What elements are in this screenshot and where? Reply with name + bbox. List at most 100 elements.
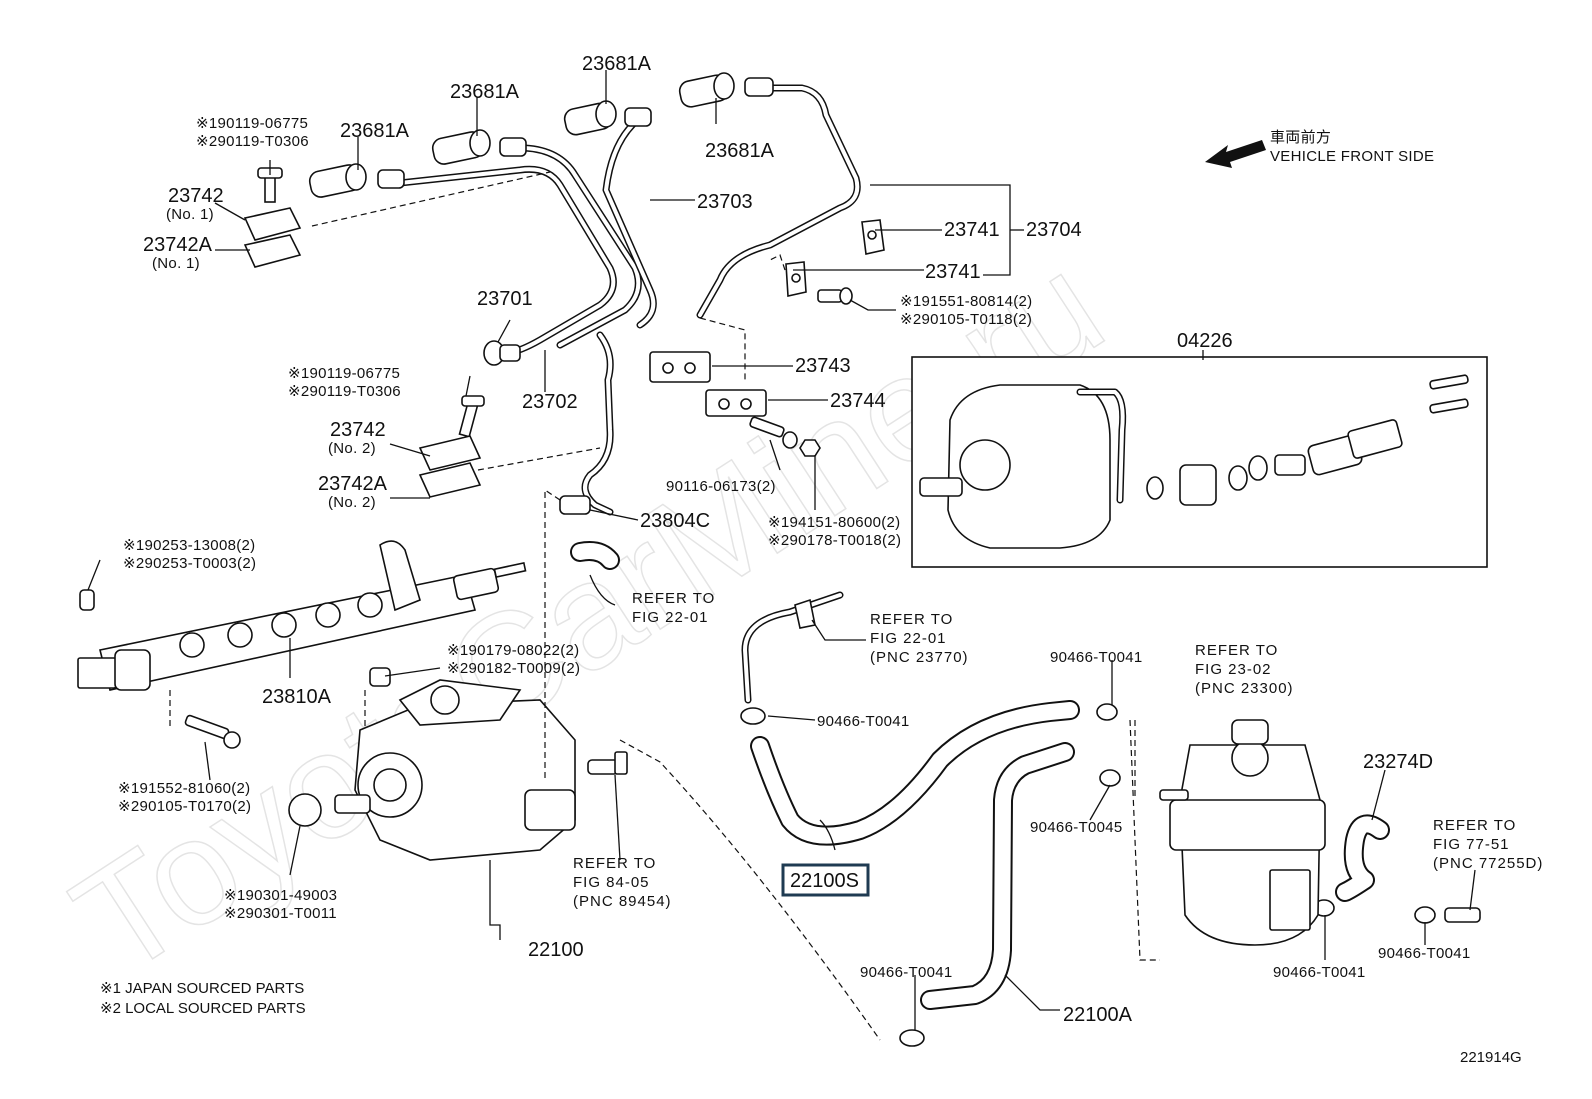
bolt-191551 <box>817 287 853 305</box>
label-b2a: ※190119-06775 <box>288 365 400 382</box>
guide-lines <box>169 171 1160 1041</box>
label-04226: 04226 <box>1177 330 1233 352</box>
clip-90466-3 <box>1099 769 1121 787</box>
label-b6a: ※190253-13008(2) <box>123 537 255 554</box>
bolt-90116 <box>749 416 798 449</box>
direction-en: VEHICLE FRONT SIDE <box>1270 148 1434 165</box>
clip-90466-1 <box>740 707 766 725</box>
ref-5-line1: REFER TO <box>1433 817 1516 834</box>
label-b3a: ※191551-80814(2) <box>900 293 1032 310</box>
bracket-23741-a <box>861 219 885 255</box>
ref-3-line2: FIG 84-05 <box>573 874 650 891</box>
fuel-filter <box>1159 719 1326 946</box>
part-23743 <box>649 351 711 383</box>
label-b8b: ※290105-T0170(2) <box>118 798 251 815</box>
label-23742-no2-sub: (No. 2) <box>328 440 376 457</box>
leader-lines <box>87 70 1476 1030</box>
label-b8a: ※191552-81060(2) <box>118 780 250 797</box>
label-b1b: ※290119-T0306 <box>196 133 309 150</box>
label-23741-a: 23741 <box>944 219 1000 241</box>
label-23681a-4: 23681A <box>705 140 775 162</box>
sleeve-23681a-3 <box>563 100 652 136</box>
label-23742-no1: 23742 <box>168 185 224 207</box>
direction-jp: 車両前方 <box>1270 129 1331 146</box>
label-23804c: 23804C <box>640 510 710 532</box>
sensor-89454 <box>587 751 628 775</box>
part-23804c <box>559 495 591 515</box>
ref-1-line2: FIG 22-01 <box>632 609 709 626</box>
front-arrow-icon <box>1205 140 1266 168</box>
nut-194151 <box>799 439 821 457</box>
label-23741-b: 23741 <box>925 261 981 283</box>
ref-5-line2: FIG 77-51 <box>1433 836 1510 853</box>
part-23701 <box>483 340 521 366</box>
clip-90466-6 <box>1414 906 1436 924</box>
label-23742-no2: 23742 <box>330 419 386 441</box>
label-23810a: 23810A <box>262 686 332 708</box>
label-23742-no1-sub: (No. 1) <box>166 206 214 223</box>
reference-labels: REFER TO FIG 22-01 REFER TO FIG 22-01 (P… <box>573 590 1543 910</box>
label-23742a-no1-sub: (No. 1) <box>152 255 200 272</box>
sleeve-23681a-1 <box>308 163 405 198</box>
common-rail-23810a <box>77 540 527 691</box>
label-c5: 90466-T0041 <box>1273 964 1366 981</box>
label-b9a: ※190301-49003 <box>224 887 337 904</box>
ref-4-line2: FIG 23-02 <box>1195 661 1272 678</box>
ref-4-line1: REFER TO <box>1195 642 1278 659</box>
label-23742a-no2: 23742A <box>318 473 388 495</box>
label-23743: 23743 <box>795 355 851 377</box>
label-b3b: ※290105-T0118(2) <box>900 311 1032 328</box>
clamp-23742-no2 <box>418 395 485 498</box>
label-23274d: 23274D <box>1363 751 1433 773</box>
vehicle-front-indicator: 車両前方 VEHICLE FRONT SIDE <box>1205 129 1434 168</box>
bracket-23741-b <box>785 261 807 297</box>
label-23742a-no1: 23742A <box>143 234 213 256</box>
label-23742a-no2-sub: (No. 2) <box>328 494 376 511</box>
label-b7a: ※190179-08022(2) <box>447 642 579 659</box>
label-c1: 90466-T0041 <box>817 713 910 730</box>
label-23744: 23744 <box>830 390 886 412</box>
label-23681a-2: 23681A <box>450 81 520 103</box>
note-japan-sourced: ※1 JAPAN SOURCED PARTS <box>100 980 304 997</box>
label-b4: 90116-06173(2) <box>666 478 776 495</box>
label-b9b: ※290301-T0011 <box>224 905 337 922</box>
label-b5a: ※194151-80600(2) <box>768 514 900 531</box>
diagram-code: 221914G <box>1460 1049 1522 1066</box>
sleeve-23681a-4 <box>678 72 774 108</box>
label-23701: 23701 <box>477 288 533 310</box>
label-c3: 90466-T0045 <box>1030 819 1123 836</box>
label-b5b: ※290178-T0018(2) <box>768 532 901 549</box>
label-23681a-1: 23681A <box>340 120 410 142</box>
label-23704: 23704 <box>1026 219 1082 241</box>
label-b2b: ※290119-T0306 <box>288 383 401 400</box>
label-c4: 90466-T0041 <box>860 964 953 981</box>
ref-4-line3: (PNC 23300) <box>1195 680 1294 697</box>
clip-90466-4 <box>899 1029 925 1047</box>
label-23681a-3: 23681A <box>582 53 652 75</box>
injection-pipes <box>396 84 861 516</box>
label-b6b: ※290253-T0003(2) <box>123 555 256 572</box>
label-c6: 90466-T0041 <box>1378 945 1471 962</box>
ref-2-line3: (PNC 23770) <box>870 649 969 666</box>
footnotes: ※1 JAPAN SOURCED PARTS ※2 LOCAL SOURCED … <box>100 980 306 1017</box>
pump-gasket-kit-04226 <box>911 356 1488 568</box>
label-22100s: 22100S <box>790 870 859 892</box>
ref-5-line3: (PNC 77255D) <box>1433 855 1543 872</box>
label-22100s-highlight <box>781 863 870 897</box>
part-23744 <box>705 389 767 417</box>
part-labels: 23681A 23681A 23681A 23681A 23703 23741 … <box>143 53 1433 1026</box>
ref-3-line3: (PNC 89454) <box>573 893 672 910</box>
label-23702: 23702 <box>522 391 578 413</box>
label-22100a: 22100A <box>1063 1004 1133 1026</box>
ref-3-line1: REFER TO <box>573 855 656 872</box>
label-23703: 23703 <box>697 191 753 213</box>
supply-pump-22100 <box>184 667 576 861</box>
label-22100: 22100 <box>528 939 584 961</box>
note-local-sourced: ※2 LOCAL SOURCED PARTS <box>100 1000 306 1017</box>
ref-2-line2: FIG 22-01 <box>870 630 947 647</box>
fuel-hoses <box>570 541 1481 1010</box>
label-b7b: ※290182-T0009(2) <box>447 660 580 677</box>
label-b1a: ※190119-06775 <box>196 115 308 132</box>
small-labels: ※190119-06775 ※290119-T0306 ※190119-0677… <box>118 115 1471 981</box>
